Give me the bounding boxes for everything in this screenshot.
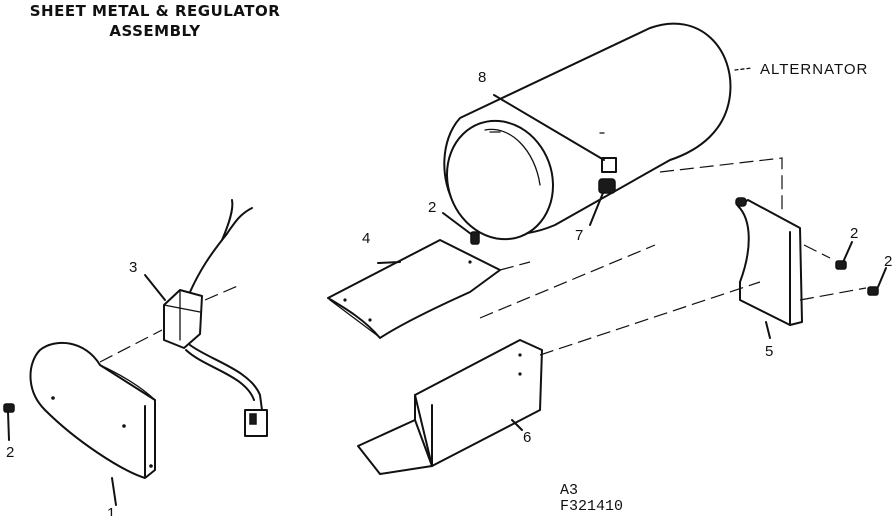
leader-1 <box>111 477 117 506</box>
callout-2-center: 2 <box>428 199 436 216</box>
brush-terminal-parts <box>493 94 617 226</box>
callout-7: 7 <box>575 227 583 244</box>
callout-2-right-upper: 2 <box>850 225 858 242</box>
screw-2-left <box>3 403 15 441</box>
alternator-cylinder <box>443 22 732 241</box>
screws-2-right <box>835 241 887 296</box>
part-5-side-bracket <box>735 197 803 339</box>
part-6-base-bracket <box>357 339 543 475</box>
screw-2-plate <box>442 212 480 245</box>
callout-1: 1 <box>107 505 115 516</box>
leader-6 <box>511 419 523 431</box>
callout-2-left: 2 <box>6 444 14 461</box>
part-3-regulator <box>144 199 268 437</box>
leader-7 <box>589 192 604 226</box>
drawing-code-line-1: A3 <box>560 482 578 499</box>
leader-5 <box>765 321 771 339</box>
drawing-code-line-2: F321410 <box>560 498 623 515</box>
part-4-cover-plate <box>327 239 501 339</box>
leader-alternator <box>734 67 753 71</box>
callout-4: 4 <box>362 230 370 247</box>
leader-2-center <box>442 212 472 235</box>
callout-3: 3 <box>129 259 137 276</box>
assembly-guide-lines <box>99 157 867 363</box>
part-1-end-cover <box>29 342 156 506</box>
callout-2-right-lower: 2 <box>884 253 892 270</box>
callout-5: 5 <box>765 343 773 360</box>
title-line-1: SHEET METAL & REGULATOR <box>29 2 281 20</box>
alternator-label: ALTERNATOR <box>760 61 868 78</box>
leader-8 <box>493 94 605 161</box>
title-line-2: ASSEMBLY <box>109 22 201 40</box>
callout-8: 8 <box>478 69 486 86</box>
callout-6: 6 <box>523 429 531 446</box>
leader-3 <box>144 274 166 301</box>
leader-4 <box>377 261 401 264</box>
